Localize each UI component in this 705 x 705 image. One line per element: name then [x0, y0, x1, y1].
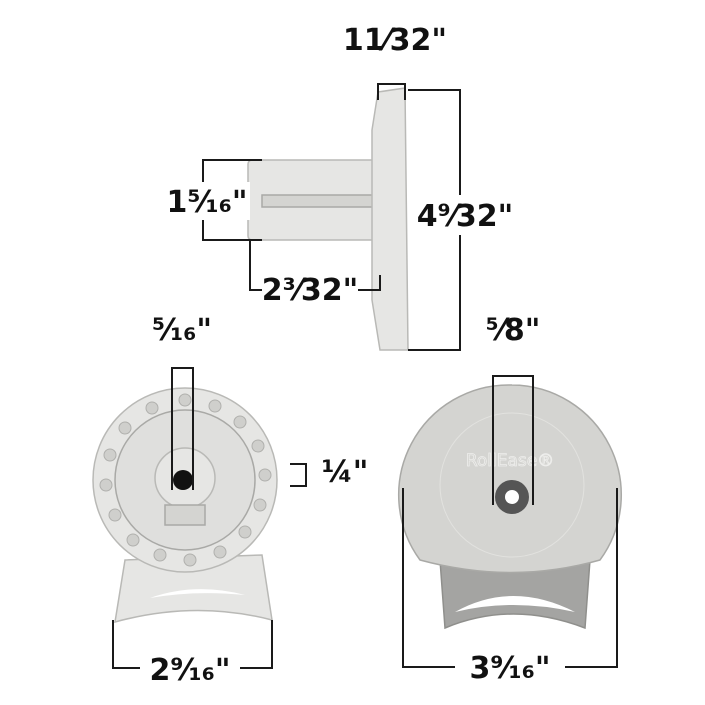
- dimension-flange-thickness: 11⁄32": [343, 23, 447, 100]
- gear-teeth: [99, 393, 272, 567]
- dimension-bore-left: ⁵⁄₁₆": [152, 313, 212, 490]
- bore: [173, 470, 193, 490]
- label-tube-diameter: 1⁵⁄₁₆": [167, 185, 248, 220]
- label-bore-right: ⁵⁄8": [486, 313, 541, 348]
- housing: [397, 384, 623, 574]
- label-tooth-spacing: ¼": [322, 455, 369, 490]
- dimension-tube-length: 2³⁄32": [249, 240, 381, 308]
- dimension-tooth-spacing: ¼": [290, 455, 368, 490]
- front-view-left-part: [92, 387, 278, 624]
- label-flange-thickness: 11⁄32": [343, 23, 447, 58]
- label-bore-left: ⁵⁄₁₆": [152, 313, 212, 348]
- front-view-right-part: RollEase®: [397, 384, 623, 630]
- dimension-tab-width-left: 2⁹⁄₁₆": [112, 620, 273, 688]
- label-tube-length: 2³⁄32": [262, 273, 358, 308]
- dimension-bore-right: ⁵⁄8": [486, 313, 541, 505]
- dimension-width-right: 3⁹⁄₁₆": [402, 488, 618, 686]
- tab: [439, 559, 591, 630]
- flange: [371, 87, 409, 351]
- tube-shadow: [261, 194, 381, 208]
- logo: RollEase®: [466, 451, 554, 471]
- side-view-part: [247, 87, 409, 351]
- tab: [114, 554, 273, 624]
- label-flange-height: 4⁹⁄32": [417, 199, 513, 234]
- label-width-right: 3⁹⁄₁₆": [470, 651, 551, 686]
- dimension-flange-height: 4⁹⁄32": [408, 89, 520, 351]
- dimension-tube-diameter: 1⁵⁄₁₆": [165, 159, 262, 241]
- label-tab-width-left: 2⁹⁄₁₆": [150, 653, 231, 688]
